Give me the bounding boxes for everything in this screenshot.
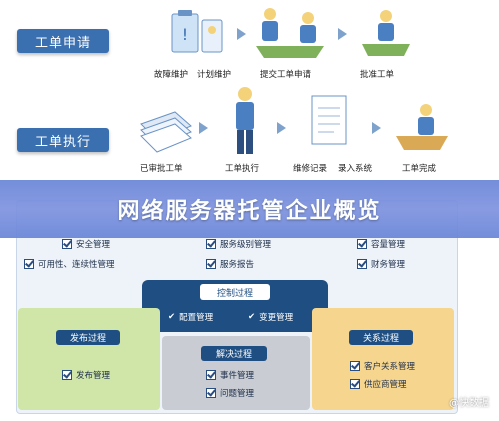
approved-orders-illustration [140,111,192,153]
caption-approve-order: 批准工单 [360,70,395,80]
title-banner: 网络服务器托管企业概览 [0,180,499,238]
caption-planned-maintenance: 计划维护 [197,70,232,80]
list-item: 问题管理 [206,387,254,399]
list-item: 安全管理 [62,238,110,250]
caption-execution: 工单执行 [225,164,260,174]
maintenance-illustration: ! [171,10,223,53]
flow-arrow [237,28,246,40]
list-item: 供应商管理 [350,378,407,390]
list-item: 服务级别管理 [206,238,271,250]
work-order-execution-tag: 工单执行 [17,128,109,152]
relation-process-panel [312,308,454,410]
svg-text:!: ! [182,25,188,44]
control-process-title: 控制过程 [200,284,270,300]
checkbox-icon [206,370,216,380]
checkbox-icon [62,239,72,249]
checkbox-icon [206,388,216,398]
checkbox-icon [206,259,216,269]
flow-arrow [277,122,286,134]
maintenance-record-illustration [311,95,347,145]
caption-enter-system: 录入系统 [338,164,373,174]
work-order-application-tag: 工单申请 [17,29,109,53]
relation-process-title: 关系过程 [349,330,413,345]
submit-order-illustration [256,8,324,58]
caption-submit-order: 提交工单申请 [260,70,312,80]
flow-arrow [338,28,347,40]
resolve-process-title: 解决过程 [201,346,267,361]
list-item: 发布管理 [62,369,110,381]
flow-arrow [199,122,208,134]
order-complete-illustration [396,104,448,150]
checkbox-icon [357,239,367,249]
release-process-title: 发布过程 [56,330,120,345]
checkbox-icon [357,259,367,269]
checkbox-icon [206,239,216,249]
checkbox-icon [62,370,72,380]
list-item: ✔配置管理 [168,312,214,323]
list-item: 服务报告 [206,258,254,270]
caption-order-complete: 工单完成 [402,164,437,174]
caption-approved-orders: 已审批工单 [140,164,183,174]
list-item: 可用性、连续性管理 [24,258,115,270]
checkbox-icon [24,259,34,269]
list-item: 事件管理 [206,369,254,381]
list-item: 财务管理 [357,258,405,270]
caption-maintenance-record: 维修记录 [293,164,328,174]
approve-order-illustration [362,10,410,56]
checkbox-icon [350,379,360,389]
checkbox-icon [350,361,360,371]
list-item: 客户关系管理 [350,360,415,372]
execution-person-illustration [236,87,254,154]
caption-fault-maintenance: 故障维护 [154,70,189,80]
watermark: @快数据 [449,398,489,409]
release-process-panel [18,308,160,410]
flow-arrow [372,122,381,134]
list-item: ✔变更管理 [248,312,294,323]
list-item: 容量管理 [357,238,405,250]
page-title: 网络服务器托管企业概览 [117,199,382,224]
